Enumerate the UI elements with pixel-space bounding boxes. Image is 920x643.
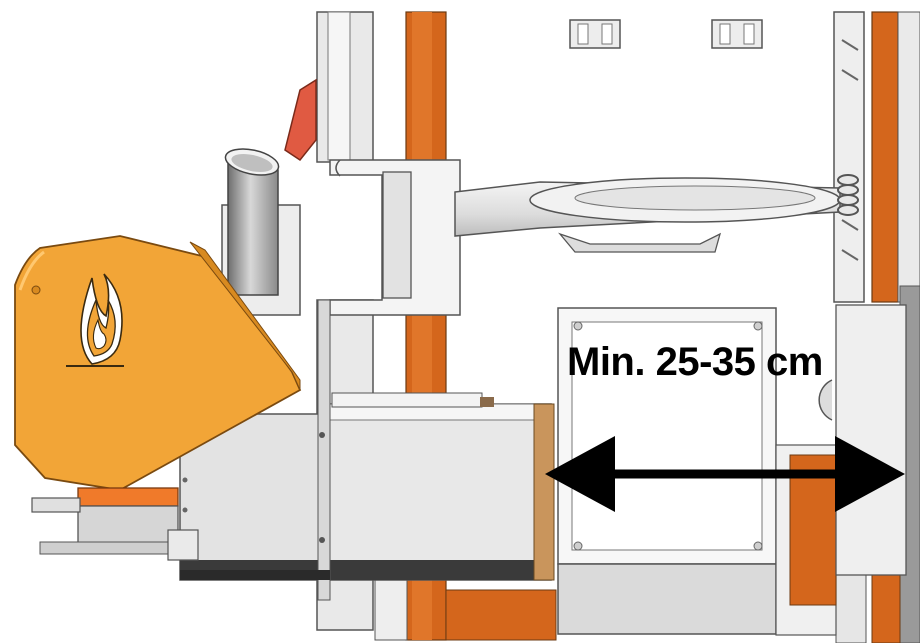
flame-icon bbox=[66, 273, 124, 367]
burner-tube bbox=[325, 392, 555, 581]
feed-pipe bbox=[221, 148, 301, 316]
dimension-label: Min. 25-35 cm bbox=[567, 340, 823, 384]
cleaning-rod bbox=[454, 174, 859, 253]
dimension-arrow bbox=[545, 436, 905, 512]
door-bracket bbox=[329, 159, 461, 316]
door-handle bbox=[284, 78, 317, 162]
chamber-vents bbox=[569, 19, 763, 49]
burner-actuator bbox=[31, 487, 330, 580]
